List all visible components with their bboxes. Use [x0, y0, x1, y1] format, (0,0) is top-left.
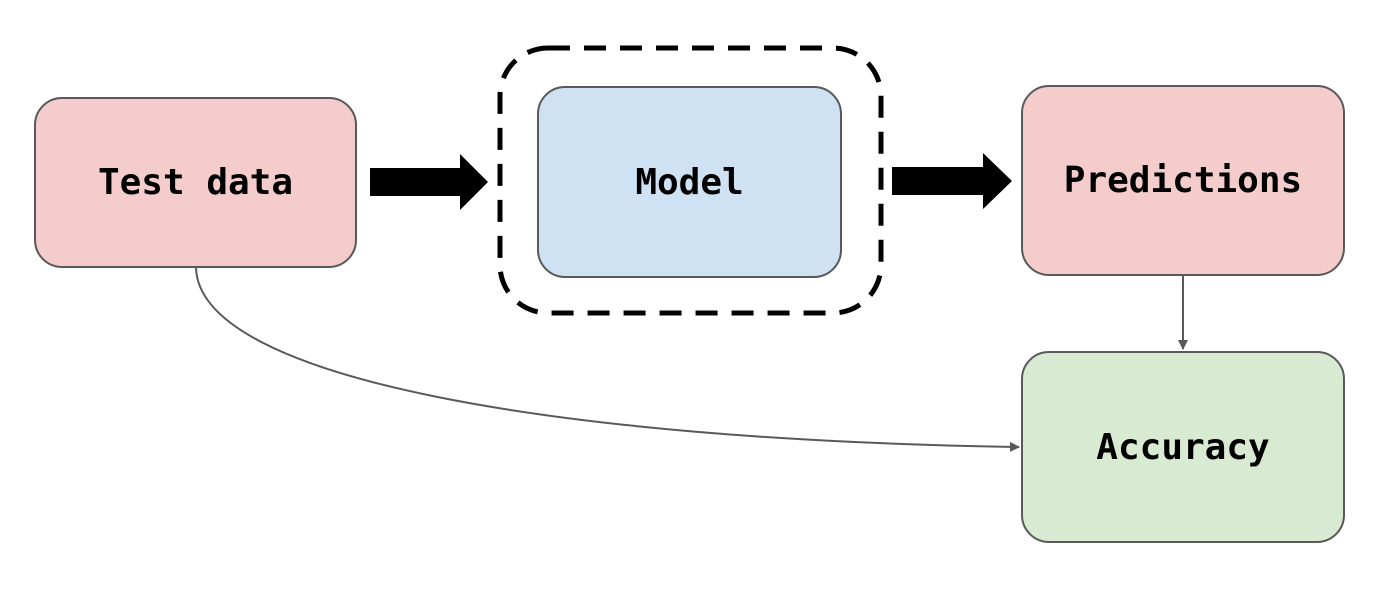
model-highlight-dashed-border: [497, 45, 884, 316]
predictions-label: Predictions: [1063, 160, 1303, 201]
model-node: Model: [537, 86, 842, 278]
curved-arrow-test-to-accuracy: [195, 267, 1020, 452]
test-data-node: Test data: [34, 97, 357, 268]
thick-arrow-test-to-model: [370, 154, 488, 210]
test-data-label: Test data: [97, 162, 294, 203]
accuracy-label: Accuracy: [1096, 426, 1270, 468]
predictions-node: Predictions: [1021, 85, 1345, 276]
model-label: Model: [635, 161, 744, 203]
thick-arrow-model-to-predictions: [892, 153, 1012, 209]
accuracy-node: Accuracy: [1021, 351, 1345, 543]
